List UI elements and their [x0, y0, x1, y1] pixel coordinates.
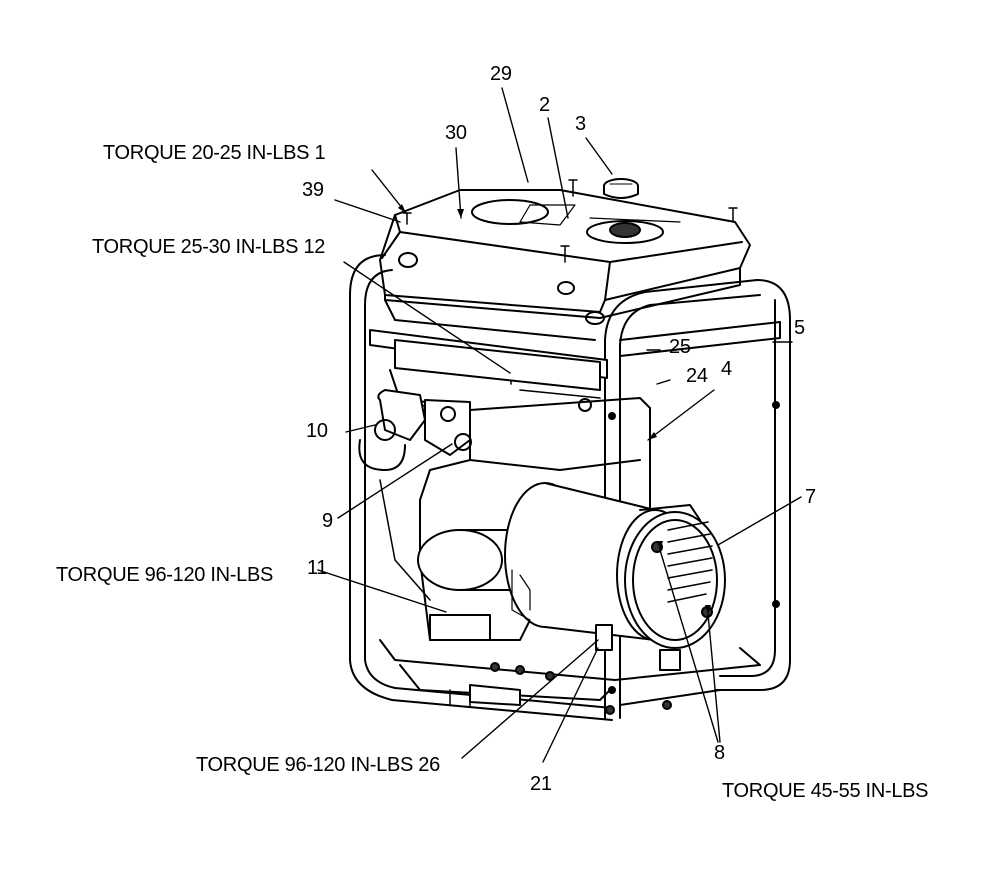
fuel-cap: [603, 178, 639, 199]
label-part-25: 25: [669, 336, 691, 358]
leader-lines: [317, 87, 802, 763]
control-outlets: [358, 389, 472, 601]
label-part-39: 39: [302, 179, 324, 201]
label-part-8: 8: [714, 742, 725, 764]
label-part-3: 3: [575, 113, 586, 135]
label-torque-11: TORQUE 96-120 IN-LBS: [56, 564, 274, 586]
leader-arrowheads: [398, 204, 711, 614]
base-rails: [379, 639, 761, 715]
label-part-1: TORQUE 20-25 IN-LBS 1: [103, 142, 326, 164]
label-part-30: 30: [445, 122, 467, 144]
alternator: [504, 482, 726, 651]
label-part-11: 11: [307, 557, 328, 579]
label-part-4: 4: [721, 358, 732, 380]
label-part-24: 24: [686, 365, 708, 387]
label-torque-8: TORQUE 45-55 IN-LBS: [722, 780, 929, 802]
label-part-21: 21: [530, 773, 552, 795]
label-part-2: 2: [539, 94, 550, 116]
label-part-26: TORQUE 96-120 IN-LBS 26: [196, 754, 440, 776]
label-part-5: 5: [794, 317, 805, 339]
label-part-9: 9: [322, 510, 333, 532]
fuel-tank: [379, 189, 751, 341]
label-part-12: TORQUE 25-30 IN-LBS 12: [92, 236, 326, 258]
label-part-7: 7: [805, 486, 816, 508]
label-part-10: 10: [306, 420, 328, 442]
label-part-29: 29: [490, 63, 512, 85]
tube-frame: [349, 254, 791, 721]
